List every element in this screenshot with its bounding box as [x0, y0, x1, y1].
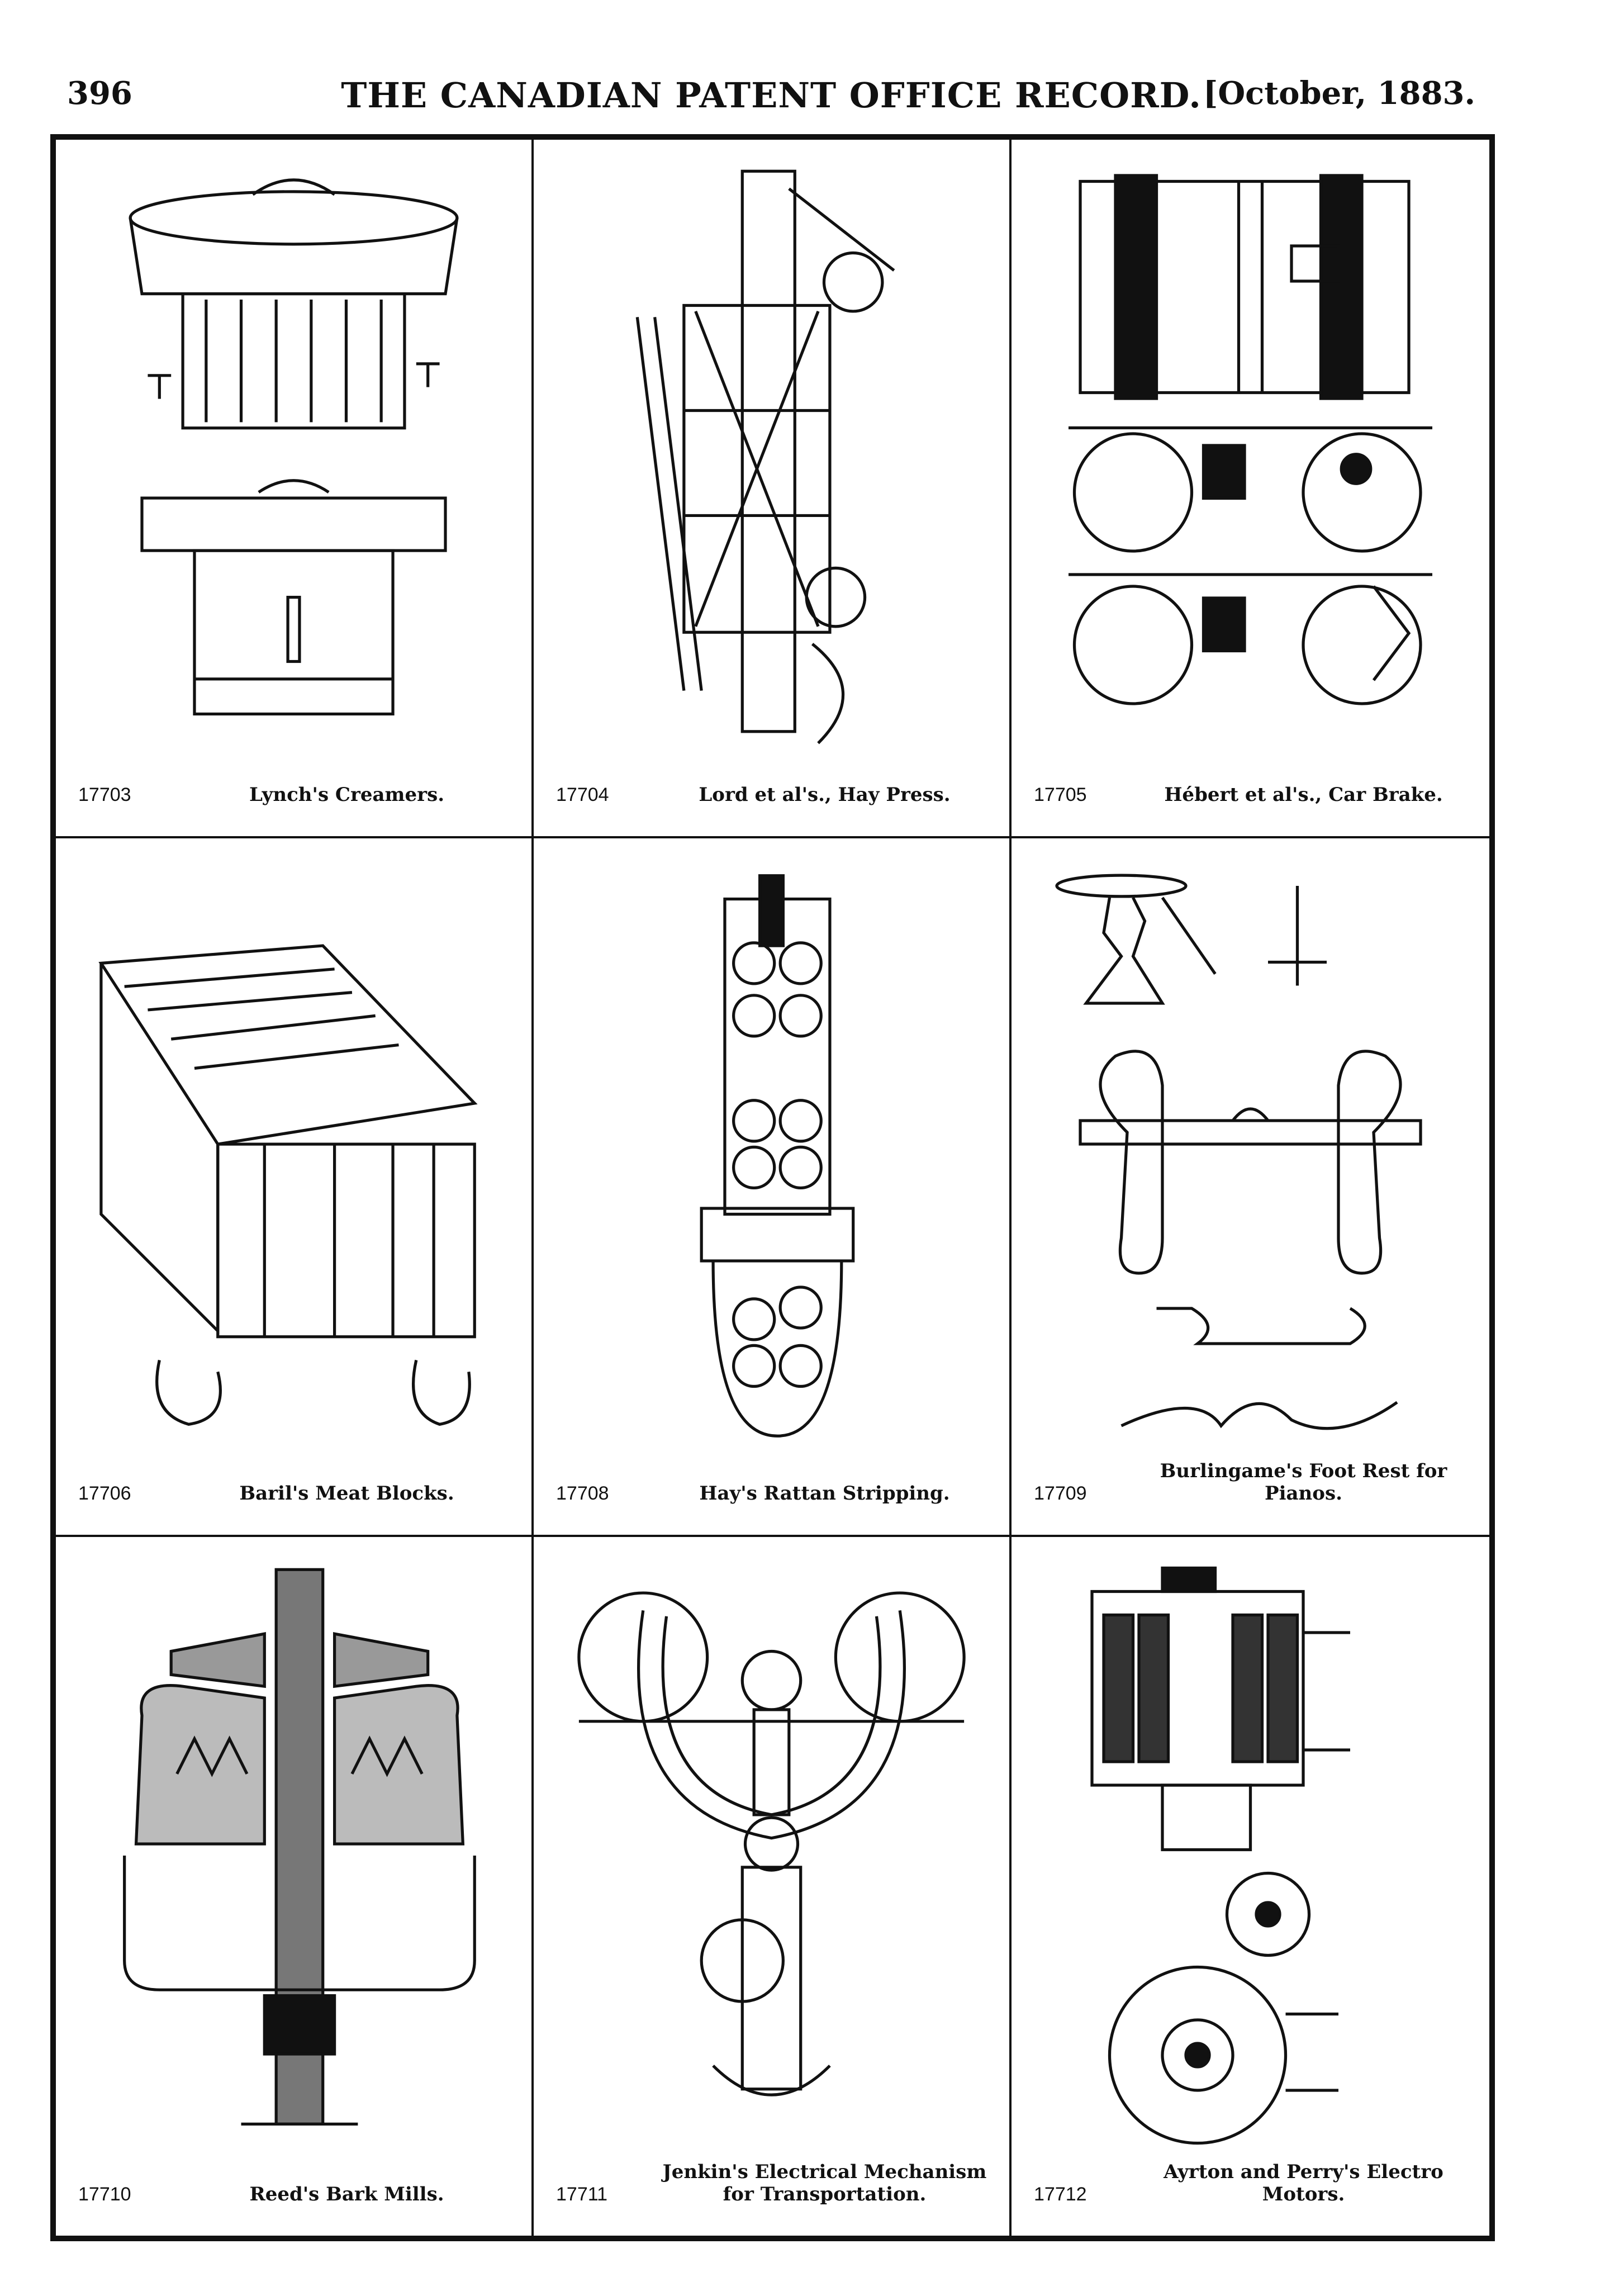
creamer-drawing — [89, 162, 498, 752]
page-header: 396 THE CANADIAN PATENT OFFICE RECORD. [… — [67, 67, 1475, 129]
patent-panel-17706: 17706 Baril's Meat Blocks. — [56, 838, 534, 1537]
patent-drawings-grid: 17703 Lynch's Creamers. 17704 Lord et al… — [50, 134, 1495, 2241]
electrical-mechanism-drawing — [567, 1559, 976, 2152]
caption: 17705 Hébert et al's., Car Brake. — [1034, 760, 1473, 816]
caption: 17710 Reed's Bark Mills. — [78, 2160, 515, 2216]
caption: 17703 Lynch's Creamers. — [78, 760, 515, 816]
patent-title: Hébert et al's., Car Brake. — [1164, 784, 1443, 806]
patent-title: Baril's Meat Blocks. — [239, 1482, 454, 1505]
bark-mill-drawing — [89, 1559, 498, 2152]
caption: 17712 Ayrton and Perry's Electro Motors. — [1034, 2160, 1473, 2216]
caption: 17708 Hay's Rattan Stripping. — [556, 1459, 993, 1515]
patent-title: Reed's Bark Mills. — [249, 2183, 444, 2205]
patent-number: 17706 — [78, 1483, 131, 1504]
patent-number: 17703 — [78, 784, 131, 805]
rattan-stripping-drawing — [567, 861, 976, 1451]
page-number: 396 — [67, 75, 132, 112]
patent-title: Jenkin's Electrical Mechanism for Transp… — [662, 2161, 987, 2205]
patent-title: Lynch's Creamers. — [249, 784, 445, 806]
foot-rest-drawing — [1045, 861, 1456, 1451]
electro-motor-drawing — [1045, 1559, 1456, 2152]
patent-title: Hay's Rattan Stripping. — [699, 1482, 950, 1505]
hay-press-drawing — [567, 162, 976, 752]
caption: 17711 Jenkin's Electrical Mechanism for … — [556, 2160, 993, 2216]
patent-number: 17712 — [1034, 2184, 1087, 2205]
meat-block-drawing — [89, 861, 498, 1451]
caption: 17709 Burlingame's Foot Rest for Pianos. — [1034, 1459, 1473, 1515]
caption: 17706 Baril's Meat Blocks. — [78, 1459, 515, 1515]
patent-panel-17709: 17709 Burlingame's Foot Rest for Pianos. — [1012, 838, 1489, 1537]
patent-number: 17709 — [1034, 1483, 1087, 1504]
patent-panel-17711: 17711 Jenkin's Electrical Mechanism for … — [534, 1537, 1012, 2236]
patent-number: 17705 — [1034, 784, 1087, 805]
patent-panel-17703: 17703 Lynch's Creamers. — [56, 140, 534, 838]
patent-number: 17711 — [556, 2184, 608, 2205]
patent-panel-17708: 17708 Hay's Rattan Stripping. — [534, 838, 1012, 1537]
patent-number: 17710 — [78, 2184, 131, 2205]
page-title: THE CANADIAN PATENT OFFICE RECORD. — [341, 75, 1202, 116]
patent-number: 17704 — [556, 784, 609, 805]
patent-panel-17704: 17704 Lord et al's., Hay Press. — [534, 140, 1012, 838]
patent-title: Lord et al's., Hay Press. — [699, 784, 951, 806]
page-date: [October, 1883. — [1203, 75, 1475, 112]
caption: 17704 Lord et al's., Hay Press. — [556, 760, 993, 816]
car-brake-drawing — [1045, 162, 1456, 752]
patent-title: Burlingame's Foot Rest for Pianos. — [1160, 1460, 1447, 1505]
patent-title: Ayrton and Perry's Electro Motors. — [1164, 2161, 1443, 2205]
patent-panel-17705: 17705 Hébert et al's., Car Brake. — [1012, 140, 1489, 838]
patent-number: 17708 — [556, 1483, 609, 1504]
patent-panel-17712: 17712 Ayrton and Perry's Electro Motors. — [1012, 1537, 1489, 2236]
patent-panel-17710: 17710 Reed's Bark Mills. — [56, 1537, 534, 2236]
